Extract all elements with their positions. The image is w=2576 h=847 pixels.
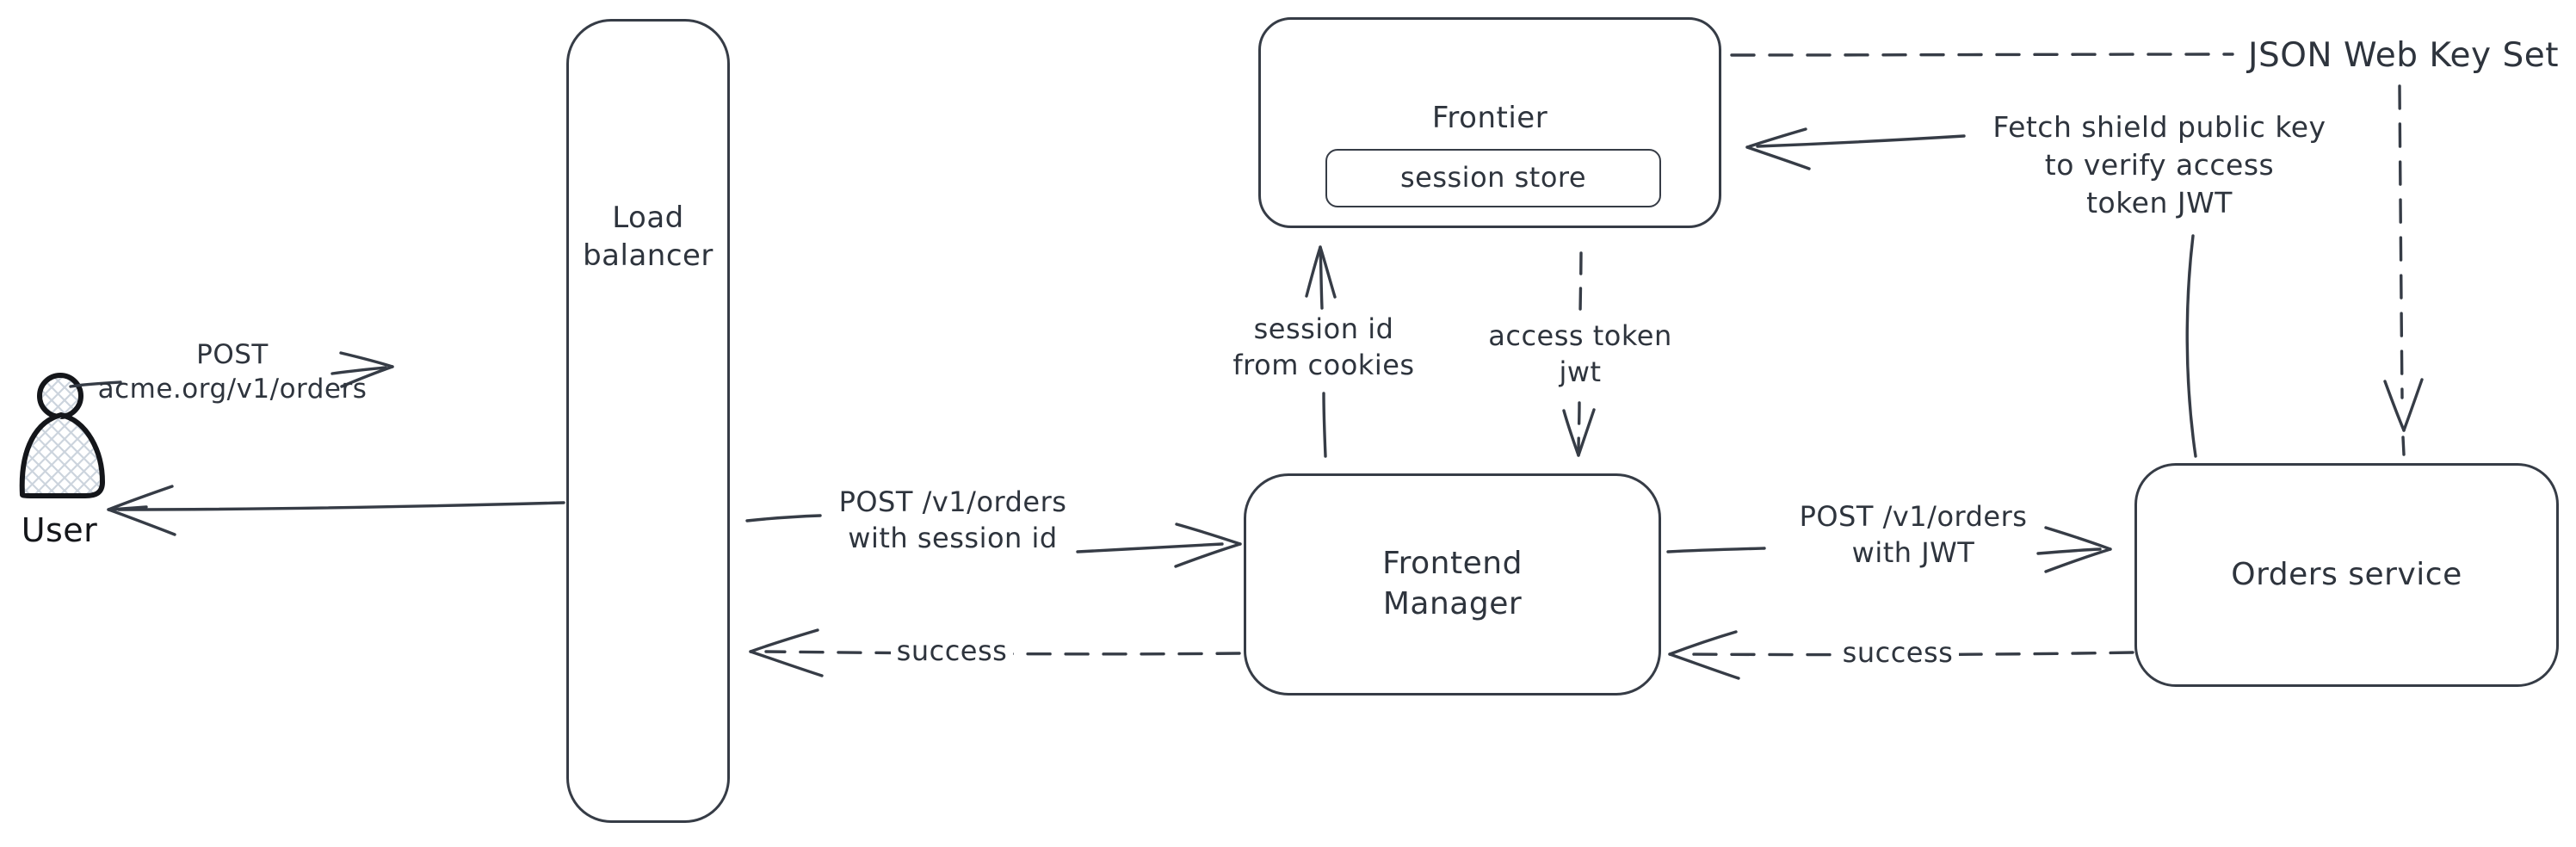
- session-store-label: session store: [1399, 161, 1587, 195]
- edge-label-fetch-shield-public-key: Fetch shield public key to verify access…: [1992, 110, 2326, 220]
- arrow-orders-service-to-frontend-manager-success: [1668, 630, 2134, 680]
- frontend-manager-node: Frontend Manager: [1244, 473, 1661, 696]
- user-icon-body: [19, 412, 105, 498]
- edge-label-post-acme-orders: POST acme.org/v1/orders: [97, 339, 368, 405]
- arrow-load-balancer-to-frontend-manager: [745, 514, 1242, 568]
- session-store-node: session store: [1325, 149, 1661, 207]
- arrow-session-id-up: [1305, 245, 1337, 458]
- jwks-label: JSON Web Key Set: [2247, 36, 2560, 75]
- edge-label-session-id-from-cookies: session id from cookies: [1232, 312, 1415, 381]
- orders-service-node: Orders service: [2134, 463, 2559, 687]
- edge-label-post-orders-session-id: POST /v1/orders with session id: [838, 485, 1067, 554]
- arrow-frontier-to-jwks: [1730, 53, 2234, 57]
- orders-service-label: Orders service: [2231, 556, 2462, 592]
- edge-label-success-left: success: [891, 634, 1013, 670]
- arrow-load-balancer-to-user: [107, 485, 565, 536]
- edge-label-access-token-jwt: access token jwt: [1488, 319, 1672, 388]
- load-balancer-label: Load balancer: [583, 201, 713, 274]
- arrow-orders-service-to-frontier-fetch-key: [1745, 127, 2197, 458]
- arrow-user-to-load-balancer: [69, 351, 394, 388]
- load-balancer-node: Load balancer: [566, 19, 730, 823]
- frontend-manager-label: Frontend Manager: [1382, 546, 1523, 621]
- user-label: User: [21, 511, 98, 549]
- edge-label-post-orders-jwt: POST /v1/orders with JWT: [1799, 500, 2028, 569]
- arrow-jwks-to-orders-service: [2383, 84, 2424, 456]
- edge-label-success-right: success: [1837, 635, 1959, 671]
- arrow-access-token-down: [1562, 251, 1596, 457]
- frontier-label: Frontier: [1431, 101, 1548, 135]
- user-icon-head: [37, 373, 83, 419]
- arrow-frontend-manager-to-orders-service: [1666, 526, 2112, 573]
